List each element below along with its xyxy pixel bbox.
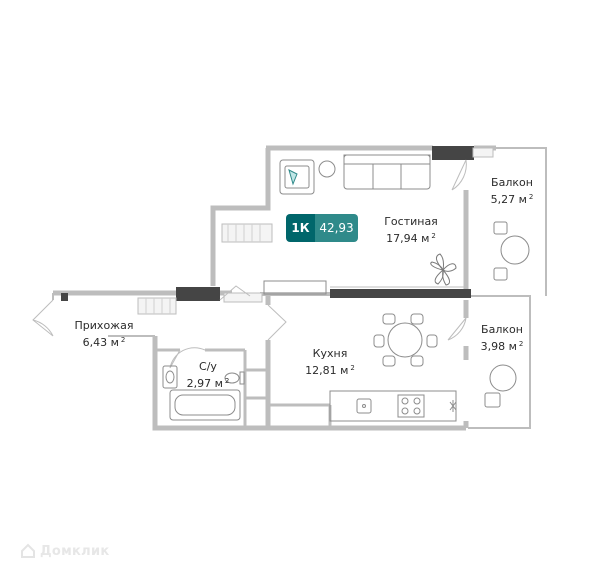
bathtub-icon [169,389,241,421]
room-area: 3,98 [480,340,506,353]
room-name: Кухня [312,347,348,360]
house-logo-icon [21,543,35,558]
stove-icon [397,394,425,418]
balcony-chair-icon [484,392,501,408]
fridge-icon [449,400,457,412]
room-name: Гостиная [384,215,438,228]
room-name: С/у [199,360,217,373]
tv-stand-icon [263,280,327,295]
plant-icon [430,253,457,286]
sink-icon [356,398,372,414]
walls [53,145,496,431]
watermark: Домклик [20,543,110,559]
kitchen-counter-icon [329,390,457,422]
room-name: Балкон [481,323,523,336]
toilet-icon [224,371,245,385]
door-swing-icon [32,159,467,369]
room-name: Прихожая [74,319,134,332]
room-area: 12,81 [305,364,337,377]
total-area: 42,93 [315,214,358,242]
balcony-outlines [52,147,547,429]
window-hatching [145,224,261,314]
watermark-text: Домклик [40,543,110,559]
unit-badge: 1К 42,93 [286,214,358,242]
side-table-icon [318,160,336,178]
unit-type: 1К [286,214,315,242]
room-name: Балкон [491,176,533,189]
room-area: 2,97 [186,377,212,390]
room-area: 17,94 [386,232,418,245]
dark-walls [61,146,474,301]
room-area: 6,43 [82,336,108,349]
balcony-table-icon [489,364,517,392]
sink-icon [162,365,178,389]
sofa-icon [343,154,431,190]
armchair-icon [279,159,315,195]
room-area: 5,27 [490,193,516,206]
dining-table-icon [373,313,438,367]
balcony-table-icon [493,221,530,281]
